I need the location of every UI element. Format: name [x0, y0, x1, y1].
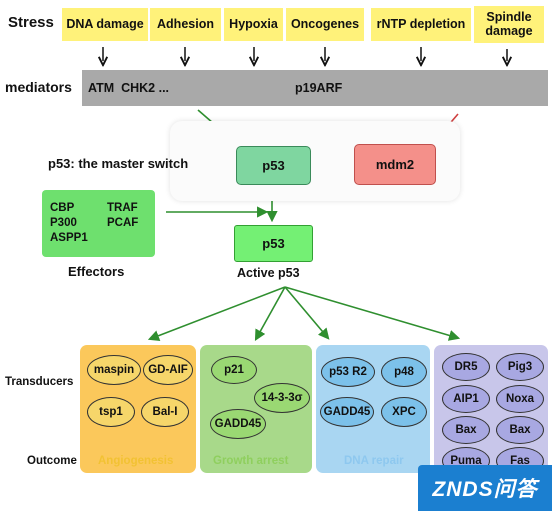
- effector-pcaf: PCAF: [107, 217, 139, 229]
- transducer-p48: p48: [381, 357, 427, 387]
- transducer-gd-aif: GD-AIF: [143, 355, 193, 385]
- angiogenesis-panel: maspin GD-AIF tsp1 Bal-I: [80, 345, 196, 473]
- transducer-dr5: DR5: [442, 353, 490, 381]
- effectors-label: Effectors: [68, 264, 125, 279]
- transducer-bax-2: Bax: [496, 416, 544, 444]
- effector-aspp1: ASPP1: [50, 232, 88, 244]
- stress-adhesion: Adhesion: [150, 8, 221, 41]
- outcome-growth-arrest: Growth arrest: [213, 455, 289, 467]
- transducer-gadd45-repair: GADD45: [320, 397, 374, 427]
- mdm2-node: mdm2: [354, 144, 436, 185]
- stress-adhesion-text: Adhesion: [157, 16, 214, 31]
- stress-label: Stress: [8, 14, 54, 31]
- stress-dna-damage-text: DNA damage: [66, 16, 144, 31]
- outcome-label: Outcome: [27, 455, 77, 467]
- outcome-dna-repair: DNA repair: [344, 455, 404, 467]
- transducer-pig3: Pig3: [496, 353, 544, 381]
- mediators-atm-chk2: ATM CHK2 ...: [88, 81, 170, 95]
- stress-rntp-depletion: rNTP depletion: [371, 8, 471, 41]
- stress-hypoxia-text: Hypoxia: [229, 16, 278, 31]
- effector-cbp: CBP: [50, 202, 75, 214]
- effectors-panel: [42, 190, 155, 257]
- dna-repair-panel: p53 R2 p48 GADD45 XPC: [316, 345, 430, 473]
- transducer-tsp1: tsp1: [87, 397, 135, 427]
- stress-spindle-damage: Spindle damage: [474, 6, 544, 43]
- transducer-bal-i: Bal-I: [141, 397, 189, 427]
- stress-oncogenes: Oncogenes: [286, 8, 364, 41]
- transducer-gadd45-growth: GADD45: [210, 409, 266, 439]
- transducers-label: Transducers: [5, 376, 74, 388]
- active-to-transducers-arrows: [147, 286, 461, 342]
- znds-watermark-logo: ZNDS问答: [418, 465, 552, 511]
- stress-rntp-depletion-text: rNTP depletion: [376, 16, 466, 31]
- stress-dna-damage: DNA damage: [62, 8, 148, 41]
- mediators-p19arf: p19ARF: [295, 81, 343, 95]
- p53-node: p53: [236, 146, 311, 185]
- stress-hypoxia: Hypoxia: [224, 8, 283, 41]
- stress-spindle-damage-text: Spindle damage: [485, 9, 533, 38]
- effector-p300: P300: [50, 217, 77, 229]
- transducer-noxa: Noxa: [496, 385, 544, 413]
- master-switch-label: p53: the master switch: [48, 156, 189, 171]
- stress-arrows: [103, 47, 507, 61]
- growth-arrest-panel: p21 14-3-3σ GADD45: [200, 345, 312, 473]
- transducer-xpc: XPC: [381, 397, 427, 427]
- mediators-label: mediators: [5, 79, 72, 95]
- mediators-bar: [82, 70, 548, 106]
- transducer-p53r2: p53 R2: [321, 357, 375, 387]
- transducer-bax-1: Bax: [442, 416, 490, 444]
- effector-traf: TRAF: [107, 202, 138, 214]
- active-p53-node: p53: [234, 225, 313, 262]
- transducer-maspin: maspin: [87, 355, 141, 385]
- stress-oncogenes-text: Oncogenes: [290, 16, 360, 31]
- transducer-aip1: AIP1: [442, 385, 490, 413]
- active-p53-label: Active p53: [237, 266, 300, 280]
- transducer-14-3-3-sigma: 14-3-3σ: [254, 383, 310, 413]
- transducer-p21: p21: [211, 356, 257, 384]
- outcome-angiogenesis: Angiogenesis: [98, 455, 174, 467]
